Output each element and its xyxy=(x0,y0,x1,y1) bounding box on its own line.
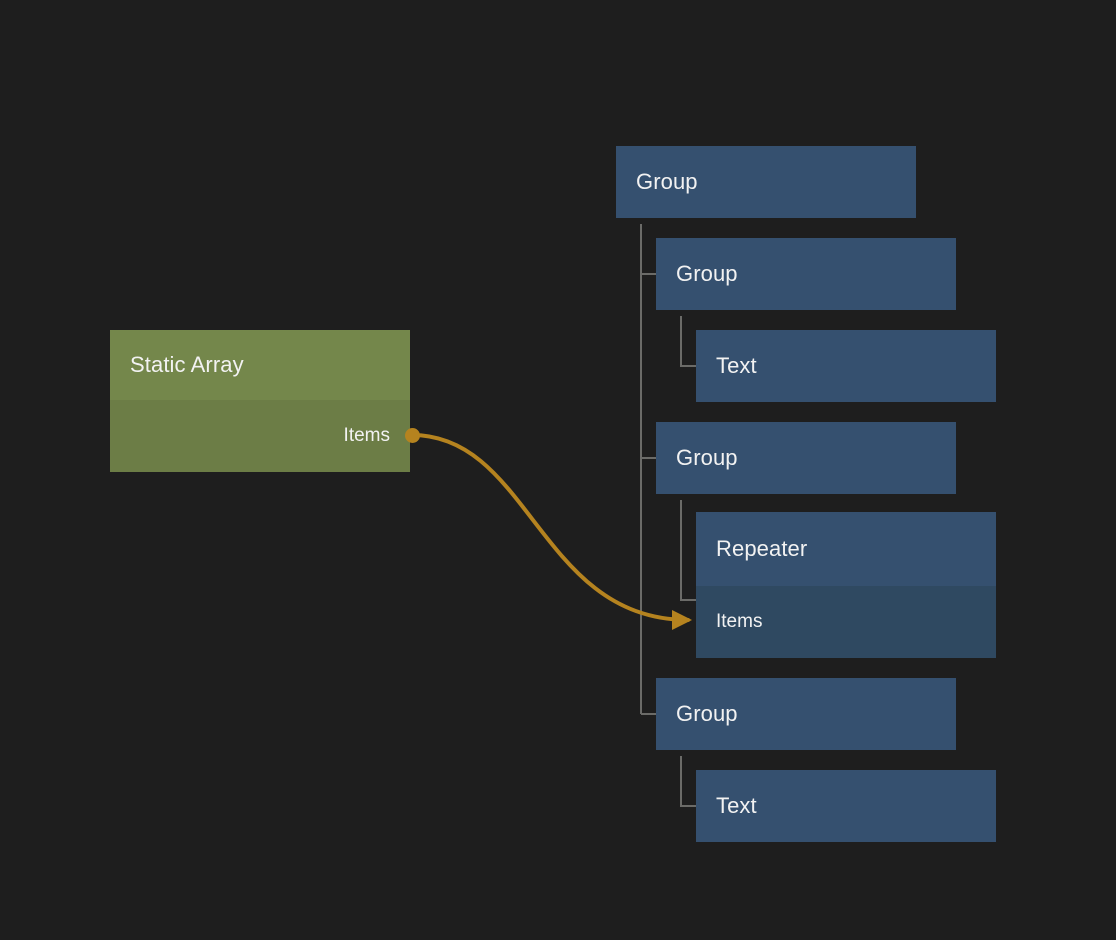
node-group-root-title: Group xyxy=(616,146,916,218)
node-text-b-title: Text xyxy=(696,770,996,842)
node-text-a[interactable]: Text xyxy=(696,330,996,402)
node-repeater-title: Repeater xyxy=(696,512,996,586)
node-text-b[interactable]: Text xyxy=(696,770,996,842)
node-group-c[interactable]: Group xyxy=(656,678,956,750)
node-group-root[interactable]: Group xyxy=(616,146,916,218)
port-label-items: Items xyxy=(343,425,390,446)
node-repeater[interactable]: Repeater Items xyxy=(696,512,996,658)
node-group-a[interactable]: Group xyxy=(656,238,956,310)
node-repeater-row-items[interactable]: Items xyxy=(696,586,996,658)
node-static-array[interactable]: Static Array Items xyxy=(110,330,410,472)
node-static-array-title: Static Array xyxy=(110,330,410,400)
node-group-a-title: Group xyxy=(656,238,956,310)
node-static-array-row-items[interactable]: Items xyxy=(110,400,410,472)
input-port-label-items: Items xyxy=(716,611,763,632)
node-text-a-title: Text xyxy=(696,330,996,402)
node-group-b[interactable]: Group xyxy=(656,422,956,494)
node-group-b-title: Group xyxy=(656,422,956,494)
node-group-c-title: Group xyxy=(656,678,956,750)
output-port-items[interactable] xyxy=(405,428,420,443)
